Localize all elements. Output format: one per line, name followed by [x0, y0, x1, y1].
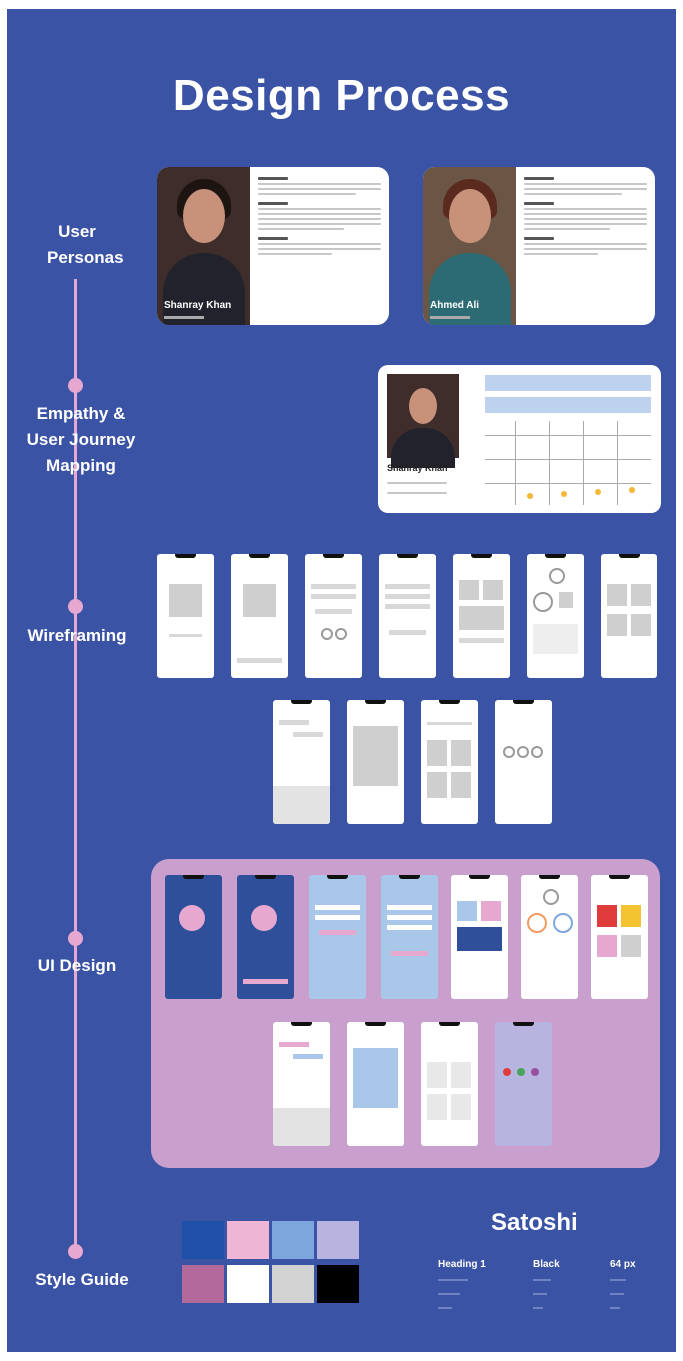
color-swatch — [272, 1221, 314, 1259]
persona-photo: Shanray Khan — [157, 167, 250, 325]
wireframe-screen — [527, 554, 584, 678]
color-swatch — [317, 1221, 359, 1259]
type-col-weight: Black — [533, 1259, 560, 1270]
journey-scenario — [485, 375, 651, 391]
persona-photo: Ahmed Ali — [423, 167, 516, 325]
color-swatch — [182, 1265, 224, 1303]
stage-label-wireframing: Wireframing — [27, 626, 127, 645]
wireframe-screen — [305, 554, 362, 678]
user-journey-map: Shanray Khan — [378, 365, 661, 513]
journey-expectations — [485, 397, 651, 413]
color-swatch — [272, 1265, 314, 1303]
persona-name: Shanray Khan — [164, 300, 232, 311]
wireframe-screen — [421, 700, 478, 824]
process-timeline — [74, 279, 77, 1249]
stage-label-ui-design: UI Design — [37, 956, 117, 975]
stage-label-user-personas: User Personas — [47, 222, 124, 267]
timeline-dot-ui-design — [68, 931, 83, 946]
wireframe-screen — [601, 554, 657, 678]
type-col-style: Heading 1 — [438, 1259, 486, 1270]
stage-label-empathy: Empathy & User Journey Mapping — [26, 404, 136, 475]
ui-screen — [309, 875, 366, 999]
journey-table — [485, 421, 651, 505]
persona-name: Ahmed Ali — [430, 300, 480, 311]
journey-persona-photo — [387, 374, 459, 468]
ui-screen — [273, 1022, 330, 1146]
wireframe-screen — [273, 700, 330, 824]
persona-details — [250, 167, 389, 325]
ui-screen — [347, 1022, 404, 1146]
page-title: Design Process — [172, 71, 511, 120]
persona-details — [516, 167, 655, 325]
color-swatch — [227, 1221, 269, 1259]
ui-screen — [421, 1022, 478, 1146]
wireframe-screen — [453, 554, 510, 678]
wireframe-screen — [157, 554, 214, 678]
type-col-size: 64 px — [610, 1259, 636, 1270]
color-swatch — [227, 1265, 269, 1303]
ui-screen — [165, 875, 222, 999]
ui-screen — [591, 875, 648, 999]
typeface-name: Satoshi — [491, 1209, 578, 1236]
stage-label-style-guide: Style Guide — [35, 1270, 129, 1289]
design-process-board: Design Process User Personas Empathy & U… — [7, 9, 676, 1352]
ui-screen — [521, 875, 578, 999]
ui-screen — [381, 875, 438, 999]
wireframe-screen — [495, 700, 552, 824]
timeline-dot-style-guide — [68, 1244, 83, 1259]
color-swatch — [317, 1265, 359, 1303]
color-swatch — [182, 1221, 224, 1259]
ui-screen — [495, 1022, 552, 1146]
persona-card: Shanray Khan — [157, 167, 389, 325]
timeline-dot-wireframing — [68, 599, 83, 614]
wireframe-screen — [231, 554, 288, 678]
ui-screen — [451, 875, 508, 999]
timeline-dot-empathy — [68, 378, 83, 393]
journey-persona-name: Shanray Khan — [387, 463, 448, 473]
ui-screen — [237, 875, 294, 999]
persona-card: Ahmed Ali — [423, 167, 655, 325]
wireframe-screen — [347, 700, 404, 824]
wireframe-screen — [379, 554, 436, 678]
